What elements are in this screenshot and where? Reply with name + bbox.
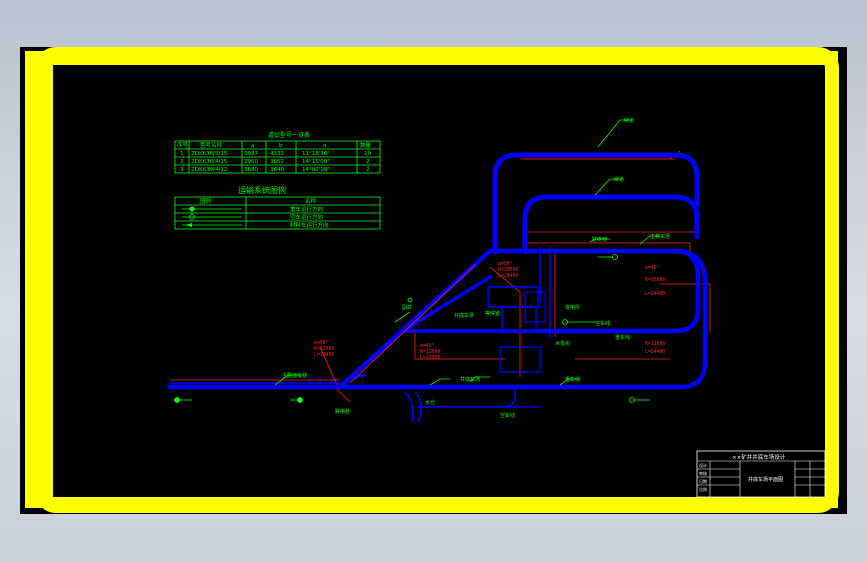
arrow-marker-icon [297,397,303,403]
curve1-radius: R=12000 [314,346,334,352]
curve3-radius: R=20000 [498,267,518,273]
arrow-marker-icon [407,297,413,303]
cell-r3-c5: 14°02'10" [302,167,330,173]
incline-rails [170,158,675,384]
label-loaded-road: 重车线 [615,334,630,341]
curve1-alpha: α=90° [314,340,329,346]
th-model: 型号名称 [200,141,223,149]
curve5-length: L=24400 [645,349,665,355]
title-block-row-1: 设计 [699,462,707,468]
legend-row-empty: 空车运行方向 [290,213,323,221]
label-connecting: 联络巷 [592,236,607,243]
label-loop-top: 绕道 [624,117,634,124]
cell-r1-c6: 10 [364,151,371,157]
label-incline: 副井 [402,304,412,311]
cell-r1-c5: 11°18'36" [302,151,330,157]
label-main-haul: 主要运输巷 [282,372,307,379]
title-block-row-4: 比例 [699,486,707,492]
cell-r3-c3: 3680 [244,167,258,173]
cell-r3-c6: 2 [366,167,370,173]
label-station: 等候室 [485,310,500,317]
leader-lines [274,119,660,386]
arrow-marker-icon [612,254,618,260]
legend-header-name: 名称 [305,197,317,205]
label-sump: 水仓 [425,399,435,406]
th-index: 序号 [177,141,189,149]
drawing-frame-inner [53,65,825,497]
drawing-frame-rounded [35,47,839,513]
arrow-marker-icon [174,397,180,403]
cell-r1-c2: ZDK630/5/15 [191,151,228,157]
cell-r1-c3: 3987 [244,151,258,157]
title-block-row-3: 日期 [699,478,707,484]
curve3-length: L=28400 [498,273,518,279]
label-loop-inner: 绕道 [614,176,624,183]
track-layout [167,152,708,423]
label-shaft-bottom: 井底车场 [454,312,474,319]
curve2-length: L=13000 [420,355,440,361]
label-connecting-2: 联络巷 [335,408,350,415]
label-return-road: 空车线 [595,320,610,327]
cell-r3-c4: 3640 [270,167,284,173]
label-yard-main: 主井车场 [650,233,670,240]
title-block-drawing: 井底车场平面图 [748,476,783,483]
cell-r2-c1: 2 [180,159,184,165]
cad-drawing-viewport[interactable]: 道岔型号一览表 序号 型号名称 a b α 数量 1 ZDK630/5/15 3… [20,47,847,514]
label-substation: 变电所 [565,304,580,311]
curve4-alpha: α=45° [645,265,660,271]
th-alpha: α [323,143,327,149]
label-loaded-road-2: 重车线 [565,376,580,383]
cad-drawing-canvas[interactable]: 道岔型号一览表 序号 型号名称 a b α 数量 1 ZDK630/5/15 3… [20,47,847,514]
th-qty: 数量 [360,141,372,149]
turnout-table: 道岔型号一览表 序号 型号名称 a b α 数量 1 ZDK630/5/15 3… [174,131,381,174]
cell-r1-c4: 4333 [270,151,284,157]
legend-row-loaded: 重车运行方向 [290,205,323,213]
curve4-length: L=24400 [645,291,665,297]
cell-r2-c6: 2 [366,159,370,165]
cell-r3-c1: 3 [180,167,184,173]
label-shaft-bottom-2: 井底车场 [460,376,480,383]
loaded-arrow-icon [189,206,195,212]
curve3-alpha: α=90° [498,261,513,267]
legend-row-material: 材料车运行方向 [290,221,329,229]
legend-header-symbol: 图例 [200,197,212,205]
cell-r2-c2: ZDK630/4/15 [191,159,228,165]
legend-table: 运输系统图例 图例 名称 重车运行方向 空车运行方向 材料车运行方向 [174,185,381,230]
direction-arrows [174,254,650,403]
turnout-table-title: 道岔型号一览表 [268,131,310,139]
th-b: b [279,143,283,149]
legend-title: 运输系统图例 [238,185,286,195]
curve2-alpha: α=45° [420,343,435,349]
material-arrow-icon [186,223,192,227]
empty-arrow-icon [189,214,195,220]
title-block: ××矿井井底车场设计 井底车场平面图 设计 审核 日期 比例 [696,450,826,498]
cell-r1-c1: 1 [180,151,184,157]
curve1-length: L=18400 [314,352,334,358]
curve2-radius: R=12000 [420,349,440,355]
label-pump-room: 水泵房 [555,340,570,347]
label-return-road-2: 空车线 [500,412,515,419]
arrow-marker-icon [562,319,568,325]
title-block-main: ××矿井井底车场设计 [732,453,786,461]
cell-r2-c3: 2960 [244,159,258,165]
th-a: a [251,143,254,149]
title-block-row-2: 审核 [699,470,707,476]
curve4-radius: R=15000 [645,277,665,283]
cell-r2-c4: 3852 [270,159,284,165]
cell-r2-c5: 14°15'00" [302,159,330,165]
curve5-radius: R=12000 [645,341,665,347]
cell-r3-c2: ZDK630/4/12 [191,167,227,173]
